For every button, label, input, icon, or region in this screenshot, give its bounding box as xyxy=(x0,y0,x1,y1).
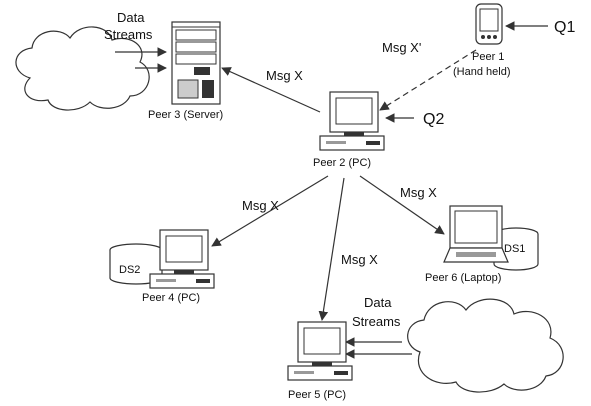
stream-left-label-line1: Data xyxy=(117,10,145,25)
peer6-label: Peer 6 (Laptop) xyxy=(425,272,501,284)
peer5-label: Peer 5 (PC) xyxy=(288,389,346,401)
cloud-left-icon xyxy=(15,26,150,111)
peer1-label-line2: (Hand held) xyxy=(453,66,510,78)
query-q2: Q2 xyxy=(423,111,444,128)
pc-icon-peer4 xyxy=(149,229,215,289)
peer2-label: Peer 2 (PC) xyxy=(313,157,371,169)
pc-icon-peer5 xyxy=(287,321,353,381)
peer3-label: Peer 3 (Server) xyxy=(148,109,223,121)
link-p2-to-p4 xyxy=(211,175,329,247)
cloud-right-icon xyxy=(407,298,564,393)
msg-p2-p3-label: Msg X xyxy=(266,68,303,83)
stream-right-label-line2: Streams xyxy=(352,314,401,329)
laptop-icon xyxy=(443,205,509,263)
peer1-label-line1: Peer 1 xyxy=(472,51,504,63)
msg-p2-p5-label: Msg X xyxy=(341,252,378,267)
msg-p2-p4-label: Msg X xyxy=(242,198,279,213)
connections xyxy=(115,21,548,359)
ds1-label: DS1 xyxy=(504,243,525,255)
database-icon-ds2 xyxy=(109,243,163,285)
query-q1: Q1 xyxy=(554,19,575,36)
link-p1-to-p2 xyxy=(379,49,477,111)
handheld-icon xyxy=(475,3,503,45)
stream-left-label-line2: Streams xyxy=(104,27,153,42)
msg-p1-p2-label: Msg X' xyxy=(382,40,421,55)
server-icon xyxy=(171,21,221,105)
msg-p2-p6-label: Msg X xyxy=(400,185,437,200)
pc-icon-peer2 xyxy=(319,91,385,151)
peer4-label: Peer 4 (PC) xyxy=(142,292,200,304)
link-p2-to-p5 xyxy=(318,177,345,321)
link-p2-to-p3 xyxy=(221,67,321,113)
ds2-label: DS2 xyxy=(119,264,140,276)
stream-right-label-line1: Data xyxy=(364,295,392,310)
link-p2-to-p6 xyxy=(359,175,445,235)
